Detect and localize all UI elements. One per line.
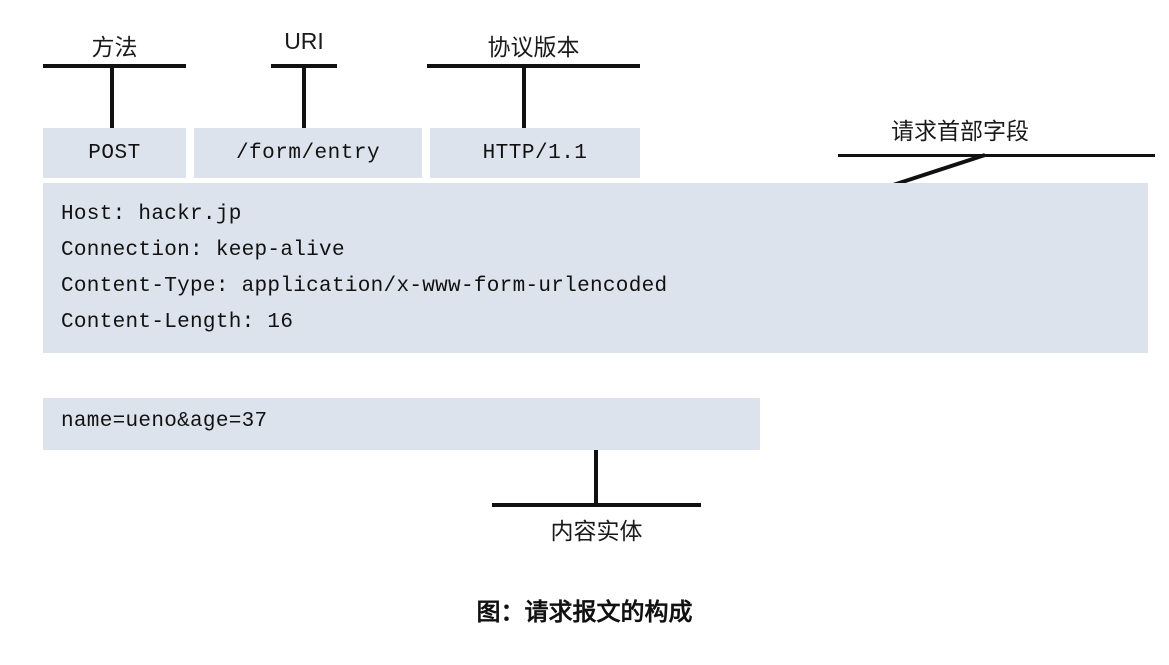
request-line-uri-value: /form/entry (235, 141, 381, 165)
callout-leader-request-header-fields (889, 153, 986, 188)
callout-leader-entity-body (594, 450, 598, 506)
callout-rule-entity-body (492, 503, 701, 507)
request-line-uri-box: /form/entry (194, 128, 422, 178)
callout-leader-method (110, 64, 114, 128)
request-line-version-box: HTTP/1.1 (430, 128, 640, 178)
request-line-method-value: POST (88, 141, 141, 165)
callout-rule-request-header-fields (838, 154, 1155, 157)
callout-rule-method (43, 64, 186, 68)
callout-label-request-header-fields: 请求首部字段 (891, 118, 1029, 144)
header-line: Host: hackr.jp (61, 203, 242, 226)
callout-leader-uri (302, 64, 306, 128)
header-line: Content-Length: 16 (61, 311, 294, 334)
header-line: Connection: keep-alive (61, 239, 345, 262)
request-line-version-value: HTTP/1.1 (482, 141, 588, 165)
header-line: Content-Type: application/x-www-form-url… (61, 275, 668, 298)
callout-label-protocol-version: 协议版本 (487, 34, 580, 60)
message-body-block: name=ueno&age=37 (43, 398, 760, 450)
figure-caption: 图：请求报文的构成 (476, 599, 693, 626)
callout-label-uri: URI (284, 28, 324, 54)
callout-rule-protocol-version (427, 64, 640, 68)
callout-leader-protocol-version (522, 64, 526, 128)
message-body-content: name=ueno&age=37 (61, 410, 268, 433)
callout-label-method: 方法 (91, 34, 138, 60)
request-line-method-box: POST (43, 128, 186, 178)
request-header-fields-block: Host: hackr.jp Connection: keep-alive Co… (43, 183, 1148, 353)
callout-label-entity-body: 内容实体 (550, 518, 643, 544)
